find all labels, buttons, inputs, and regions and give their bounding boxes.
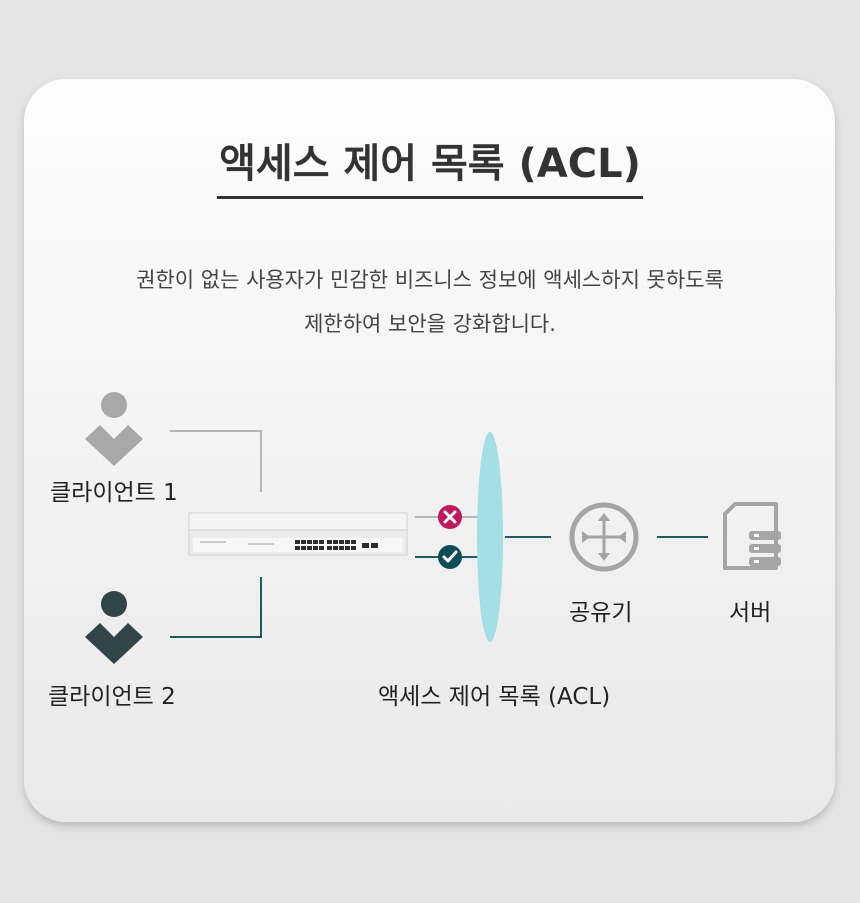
feature-card <box>24 79 835 822</box>
acl-label: 액세스 제어 목록 (ACL) <box>378 684 611 710</box>
description: 권한이 없는 사용자가 민감한 비즈니스 정보에 액세스하지 못하도록 제한하여… <box>0 258 860 346</box>
close-circle-icon <box>438 505 462 529</box>
page-title: 액세스 제어 목록 (ACL) <box>0 140 860 199</box>
client1-connection-line <box>170 430 262 492</box>
client2-label: 클라이언트 2 <box>48 684 176 710</box>
network-switch-icon <box>188 512 408 556</box>
router-label: 공유기 <box>569 600 633 626</box>
description-line-2: 제한하여 보안을 강화합니다. <box>304 312 556 336</box>
person-icon <box>85 591 143 664</box>
server-icon <box>723 502 781 570</box>
client2-connection-line <box>170 577 262 638</box>
router-icon <box>569 502 639 572</box>
description-line-1: 권한이 없는 사용자가 민감한 비즈니스 정보에 액세스하지 못하도록 <box>136 268 724 292</box>
server-label: 서버 <box>729 600 772 626</box>
check-circle-icon <box>438 545 462 569</box>
acl-shield <box>477 432 503 642</box>
client1-label: 클라이언트 1 <box>50 480 178 506</box>
person-icon <box>85 392 143 466</box>
